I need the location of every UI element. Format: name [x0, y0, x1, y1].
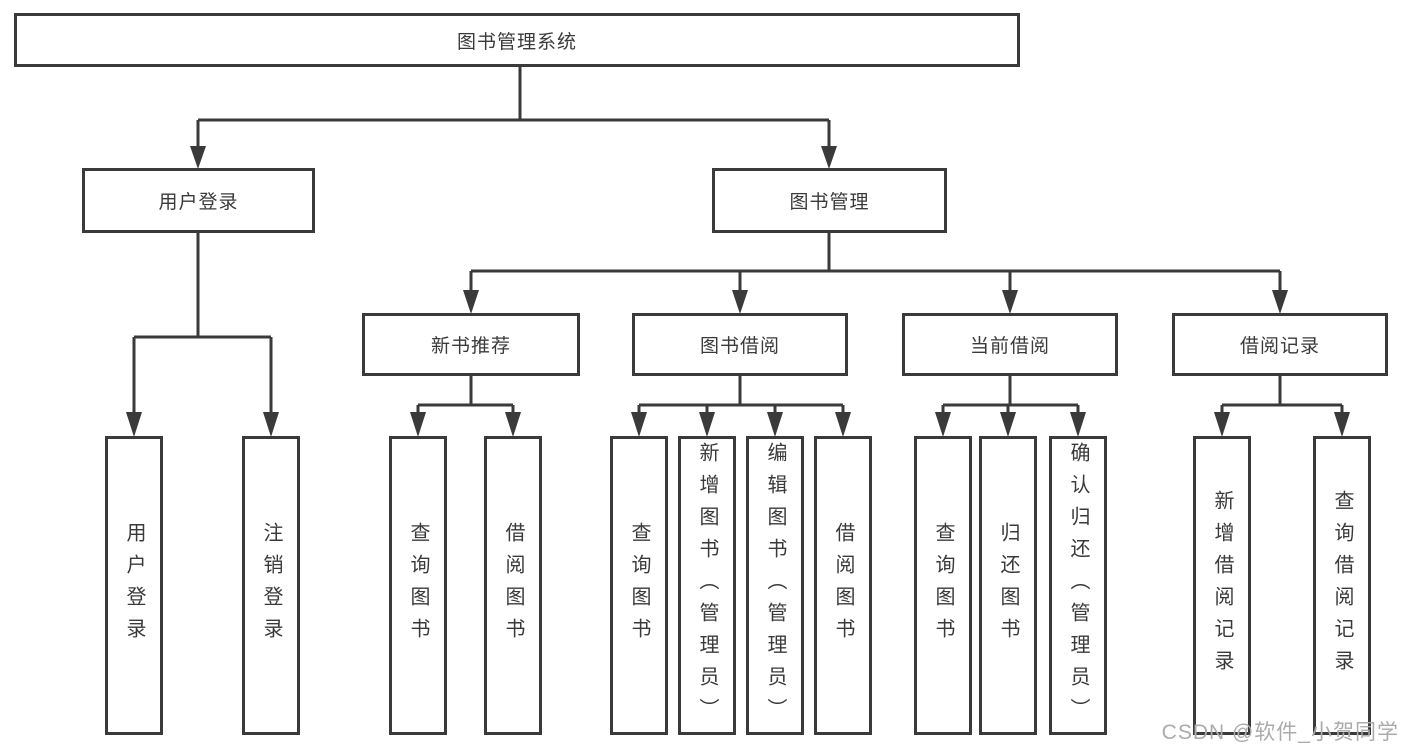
node-label: 新增图书（管理员） [696, 441, 718, 730]
leaf-user-login: 用户登录 [105, 436, 163, 735]
node-label: 用户登录 [123, 521, 145, 650]
node-label: 查询图书 [407, 521, 429, 650]
node-root-system: 图书管理系统 [14, 13, 1020, 67]
csdn-watermark: CSDN @软件_小贺同学 [1161, 721, 1399, 744]
node-label: 借阅图书 [502, 521, 524, 650]
leaf-query-books-recommend: 查询图书 [389, 436, 447, 735]
leaf-add-borrow-record: 新增借阅记录 [1193, 436, 1251, 735]
leaf-return-books: 归还图书 [979, 436, 1037, 735]
node-label: 图书管理 [789, 192, 870, 213]
leaf-borrow-books-recommend: 借阅图书 [484, 436, 542, 735]
node-label: 查询图书 [932, 521, 954, 650]
leaf-query-books-borrowing: 查询图书 [610, 436, 668, 735]
leaf-logout: 注销登录 [242, 436, 300, 735]
node-label: 借阅记录 [1239, 336, 1320, 357]
leaf-edit-books-admin: 编辑图书（管理员） [746, 436, 804, 735]
node-label: 当前借阅 [969, 336, 1050, 357]
node-user-login: 用户登录 [82, 168, 315, 233]
node-label: 查询图书 [628, 521, 650, 650]
leaf-query-borrow-record: 查询借阅记录 [1313, 436, 1371, 735]
node-label: 新书推荐 [430, 336, 511, 357]
node-label: 新增借阅记录 [1211, 489, 1233, 682]
node-label: 借阅图书 [832, 521, 854, 650]
node-label: 查询借阅记录 [1331, 489, 1353, 682]
node-borrowing-records: 借阅记录 [1172, 313, 1388, 376]
leaf-confirm-return-admin: 确认归还（管理员） [1049, 436, 1107, 735]
node-current-borrowing: 当前借阅 [902, 313, 1118, 376]
leaf-add-books-admin: 新增图书（管理员） [678, 436, 736, 735]
node-label: 用户登录 [158, 192, 239, 213]
leaf-query-books-current: 查询图书 [914, 436, 972, 735]
node-label: 图书管理系统 [456, 31, 577, 53]
node-label: 图书借阅 [699, 336, 780, 357]
node-book-borrowing: 图书借阅 [632, 313, 848, 376]
leaf-borrow-books: 借阅图书 [814, 436, 872, 735]
node-book-management: 图书管理 [712, 168, 947, 233]
node-new-book-recommend: 新书推荐 [362, 313, 580, 376]
node-label: 归还图书 [997, 521, 1019, 650]
node-label: 注销登录 [260, 521, 282, 650]
node-label: 编辑图书（管理员） [764, 441, 786, 730]
node-label: 确认归还（管理员） [1067, 441, 1089, 730]
